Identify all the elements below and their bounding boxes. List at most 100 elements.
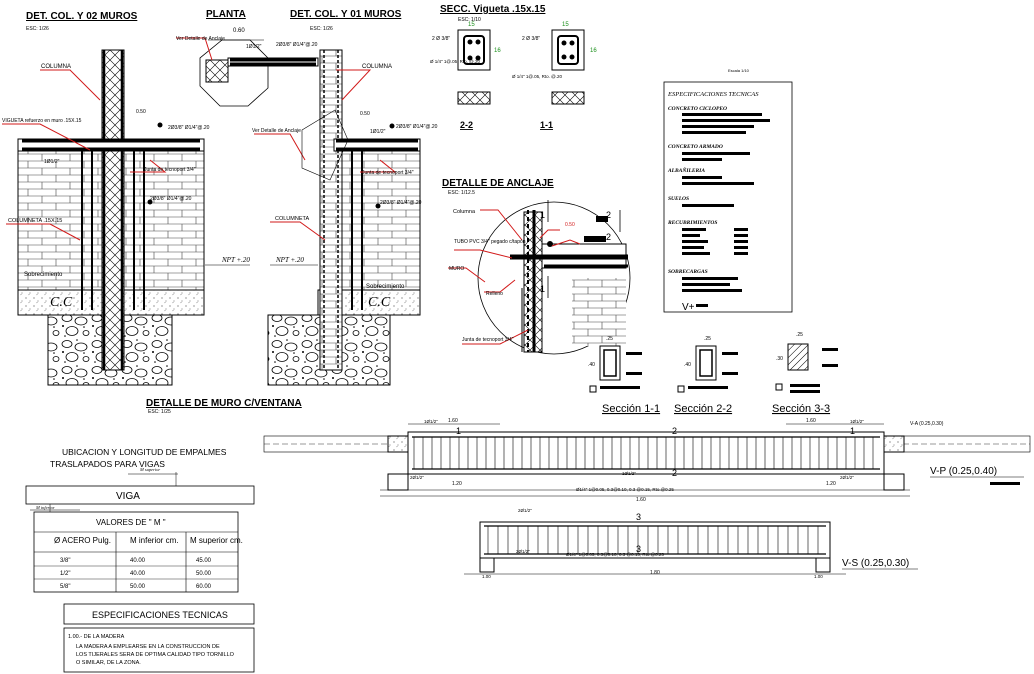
wall-single bbox=[341, 149, 421, 291]
vs-label: V-S (0.25,0.30) bbox=[842, 558, 909, 569]
junta-anc-label: Junta de tecnoport 3/4" bbox=[462, 337, 514, 343]
spec-footer: V+ bbox=[682, 302, 695, 313]
th-msuperior: M superior cm. bbox=[190, 536, 243, 545]
spec-item-6: SOBRECARGAS bbox=[668, 269, 708, 275]
column bbox=[101, 49, 125, 371]
title-anclaje: DETALLE DE ANCLAJE bbox=[442, 178, 554, 189]
planta-octagon bbox=[199, 39, 269, 107]
beam-sections: .25 .40 Sección 1-1 .25 .40 Sección 2-2 … bbox=[588, 332, 838, 415]
vs-bar-top: 2Ø1/2" bbox=[518, 508, 532, 513]
bar-label-right: 2Ø3/8" Ø1/4"@.20 bbox=[396, 124, 438, 130]
vp-span-120-left: 1.20 bbox=[452, 481, 462, 487]
dim-green-15-a: 15 bbox=[468, 22, 475, 28]
seccion-22-label: Sección 2-2 bbox=[674, 403, 732, 415]
bar-1-right: 1Ø1/2" bbox=[370, 129, 386, 135]
dim-050-right: 0.50 bbox=[360, 111, 370, 117]
ver-detalle-label: Ver Detalle de Anclaje bbox=[176, 36, 225, 42]
s22-width: .25 bbox=[704, 336, 711, 342]
vs-mark-3-top: 3 bbox=[636, 512, 641, 522]
sec-22-label: 2-2 bbox=[460, 120, 473, 130]
sobrecimiento-label: Sobrecimiento bbox=[24, 272, 63, 278]
table-cell: 3/8" bbox=[60, 558, 70, 564]
vp-mark-2-bottom: 2 bbox=[672, 468, 677, 478]
table-cell: 50.00 bbox=[196, 571, 212, 577]
detail-col-1-wall: DET. COL. Y 01 MUROS ESC: 1/26 C.C Sobre… bbox=[252, 9, 438, 386]
vp-span-total: 1.60 bbox=[636, 497, 646, 503]
valores-title: VALORES DE " M " bbox=[96, 518, 166, 527]
sec-mark-1-top: 1 bbox=[540, 210, 545, 220]
espec-line-2: LA MADERA A EMPLEARSE EN LA CONSTRUCCION… bbox=[76, 644, 220, 650]
vs-span-left: 1.00 bbox=[482, 574, 491, 579]
columneta-label-b: COLUMNETA bbox=[275, 216, 309, 222]
empalmes-title-1: UBICACION Y LONGITUD DE EMPALMES bbox=[62, 447, 227, 457]
columneta-label: COLUMNETA .15X.15 bbox=[8, 218, 62, 224]
vs-mark-3-bottom: 3 bbox=[636, 544, 641, 554]
sec22-stirrups: Ø 1/4" 1@.05, Rto. @.20 bbox=[430, 59, 481, 64]
spec-item-5: RECUBRIMIENTOS bbox=[667, 220, 717, 226]
dim-060: 0.60 bbox=[233, 28, 245, 34]
spec-scale: Escala 1/10 bbox=[728, 68, 750, 73]
table-cell: 5/8" bbox=[60, 584, 70, 590]
planta-detail: PLANTA 0.60 Ver Detalle de Anclaje 1Ø1/2… bbox=[176, 9, 319, 107]
espec-bottom: ESPECIFICACIONES TECNICAS 1.00.- DE LA M… bbox=[63, 603, 255, 673]
npt-label-right: NPT +.20 bbox=[275, 256, 304, 264]
seccion-33-label: Sección 3-3 bbox=[772, 403, 830, 415]
bar-1-left: 1Ø1/2" bbox=[44, 159, 60, 165]
sec-mark-1-bottom: 1 bbox=[540, 284, 545, 294]
columna-label-b: COLUMNA bbox=[362, 64, 392, 70]
vp-mark-2-top: 2 bbox=[672, 426, 677, 436]
vp-label: V-P (0.25,0.40) bbox=[930, 466, 997, 477]
vp-stirrups: Ø1/4" 1@0.05, 0.3@0.10, 0.3 @0.15, Rto.@… bbox=[576, 487, 674, 492]
spec-heading: ESPECIFICACIONES TECNICAS bbox=[667, 91, 759, 98]
title-secc: SECC. Vigueta .15x.15 bbox=[440, 4, 546, 15]
va-label: V-A (0.25,0.30) bbox=[910, 421, 944, 427]
s11-height: .40 bbox=[588, 362, 595, 368]
cc-label-left: C.C bbox=[50, 295, 73, 310]
columna-label: COLUMNA bbox=[41, 64, 71, 70]
s33-height: .30 bbox=[776, 356, 783, 362]
seccion-11-label: Sección 1-1 bbox=[602, 403, 660, 415]
scale-anclaje: ESC: 1/12.5 bbox=[448, 190, 475, 196]
spec-item-3: ALBAÑILERIA bbox=[667, 166, 705, 174]
sec-mark-2-bottom: 2 bbox=[606, 232, 611, 242]
vp-bar-top-left: 1Ø1/2" bbox=[424, 419, 438, 424]
table-cell: 40.00 bbox=[130, 558, 146, 564]
vs-span: 1.80 bbox=[650, 570, 660, 576]
title-planta: PLANTA bbox=[206, 9, 246, 20]
planta-bar-2: 2Ø3/8" Ø1/4"@.20 bbox=[276, 42, 318, 48]
beam-vs-elevation: 2Ø1/2" 2Ø1/2" 3 3 Ø1/4" 1@0.05, 0.3@0.10… bbox=[464, 508, 918, 579]
dim-green-16-a: 16 bbox=[494, 48, 501, 54]
table-cell: 50.00 bbox=[130, 584, 146, 590]
table-cell: 40.00 bbox=[130, 571, 146, 577]
columna-anc-label: Columna bbox=[453, 209, 476, 215]
planta-column bbox=[205, 59, 229, 83]
dim-green-16-b: 16 bbox=[590, 48, 597, 54]
empalmes-section: UBICACION Y LONGITUD DE EMPALMES TRASLAP… bbox=[25, 447, 255, 593]
sec-mark-2-top: 2 bbox=[606, 210, 611, 220]
sobrecimiento-label-b: Sobrecimiento bbox=[366, 284, 405, 290]
m-inferior-note: M inferior bbox=[35, 505, 55, 510]
viga-bar bbox=[25, 485, 255, 505]
title-col2: DET. COL. Y 02 MUROS bbox=[26, 11, 138, 22]
viga-label: VIGA bbox=[116, 491, 140, 502]
wall-right bbox=[123, 149, 205, 291]
espec-bottom-title: ESPECIFICACIONES TECNICAS bbox=[92, 610, 228, 620]
relleno-label: Relleno bbox=[486, 291, 503, 297]
anclaje-detail: DETALLE DE ANCLAJE ESC: 1/12.5 Columna T… bbox=[442, 178, 631, 355]
empalmes-title-2: TRASLAPADOS PARA VIGAS bbox=[50, 459, 165, 469]
table-cell: 1/2" bbox=[60, 571, 70, 577]
vp-bar-212-left: 2Ø1/2" bbox=[410, 475, 424, 480]
planta-bar-1: 1Ø1/2" bbox=[246, 44, 262, 50]
vp-span-left: 1.60 bbox=[448, 418, 458, 424]
spec-item-4: SUELOS bbox=[668, 196, 689, 202]
vp-bar-212-right: 2Ø1/2" bbox=[840, 475, 854, 480]
wall-left bbox=[17, 149, 103, 291]
muro-anc-label: MURO bbox=[449, 266, 464, 272]
title-muro: DETALLE DE MURO C/VENTANA bbox=[146, 398, 302, 409]
vp-bar-top-right: 1Ø1/2" bbox=[850, 419, 864, 424]
scale-col2: ESC: 1/26 bbox=[26, 26, 49, 32]
scale-secc: ESC: 1/10 bbox=[458, 17, 481, 23]
spec-item-2: CONCRETO ARMADO bbox=[668, 144, 723, 150]
dim-050-left: 0.50 bbox=[136, 109, 146, 115]
